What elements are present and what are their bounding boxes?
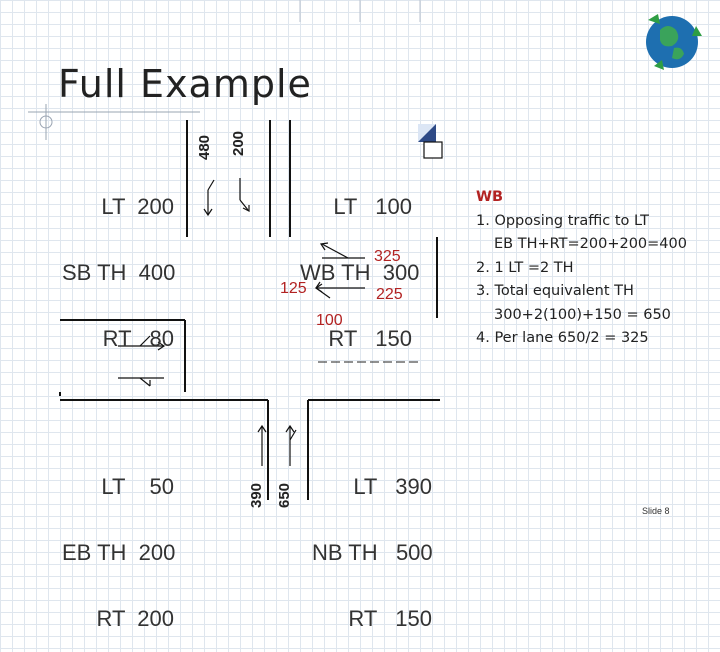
wb-bottom-volume: 100	[316, 312, 343, 329]
slide-number: Slide 8	[642, 506, 670, 516]
nb-rt: RT 150	[348, 606, 432, 631]
sb-right-lane-volume: 200	[230, 130, 247, 156]
nb-approach-curbs	[60, 399, 440, 500]
note-line: 3. Total equivalent TH	[476, 283, 634, 299]
sb-left-lane-volume: 480	[196, 134, 213, 160]
nb-lane-arrows	[257, 424, 297, 466]
note-line: 300+2(100)+150 = 650	[494, 306, 671, 323]
sb-volumes: LT 200 SB TH 400 RT 80	[62, 152, 176, 372]
sb-lt: LT 200	[101, 194, 174, 219]
wb-volumes: LT 100 WB TH 300 RT 150	[300, 152, 420, 372]
note-line: 4. Per lane 650/2 = 325	[476, 330, 649, 346]
calculation-notes: WB 1. Opposing traffic to LT EB TH+RT=20…	[476, 186, 712, 351]
wb-lower-lane-volume: 225	[376, 286, 403, 303]
corner-grid-decoration	[299, 0, 421, 22]
sb-lane-arrows	[203, 178, 250, 217]
wb-rt: RT 150	[328, 326, 412, 351]
nb-right-lane-volume: 650	[276, 482, 293, 508]
note-line: 2. 1 LT =2 TH	[476, 259, 574, 276]
recycle-globe-icon	[646, 14, 702, 70]
wb-th: WB TH 300	[300, 260, 420, 285]
intersection-diagram	[28, 0, 702, 500]
sb-th: SB TH 400	[62, 260, 176, 285]
note-line: 1. Opposing traffic to LT	[476, 212, 649, 229]
eb-th: EB TH 200	[62, 540, 176, 565]
wb-upper-lane-volume: 325	[374, 248, 401, 265]
eb-volumes: LT 50 EB TH 200 RT 200	[62, 432, 176, 652]
wb-lane-arrows	[314, 242, 365, 299]
eb-lane-arrows	[118, 335, 166, 387]
wb-approach-curbs	[289, 120, 438, 318]
nb-lt: LT 390	[353, 474, 432, 499]
eb-rt: RT 200	[96, 606, 174, 631]
sb-approach-curbs	[186, 120, 271, 237]
wb-lt: LT 100	[333, 194, 412, 219]
wb-corner-marker	[418, 124, 443, 159]
eb-approach-curbs	[59, 319, 186, 396]
sb-rt: RT 80	[102, 326, 174, 351]
nb-left-lane-volume: 390	[248, 482, 265, 508]
note-line: EB TH+RT=200+200=400	[494, 236, 687, 252]
wb-left-turn-volume: 125	[280, 280, 307, 297]
crosshair-icon	[28, 104, 200, 140]
slide-title: Full Example	[58, 62, 312, 106]
notes-heading: WB	[476, 189, 504, 205]
nb-volumes: LT 390 NB TH 500 RT 150	[312, 432, 433, 652]
eb-lt: LT 50	[101, 474, 174, 499]
nb-th: NB TH 500	[312, 540, 433, 565]
